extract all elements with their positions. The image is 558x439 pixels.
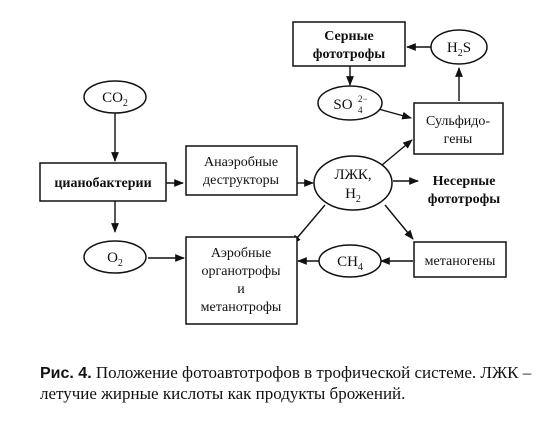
label-vfa-line2: H2 — [345, 186, 361, 205]
label-aerobic-line3: и — [237, 282, 245, 297]
label-methanogens: метаногены — [425, 254, 496, 269]
label-h2s: H2S — [447, 40, 471, 59]
caption-text: Положение фотоавтотрофов в трофической с… — [40, 363, 532, 403]
node-so4 — [317, 85, 383, 121]
node-h2s — [430, 29, 488, 65]
node-sulfur-phototrophs — [292, 21, 406, 67]
arrows — [111, 43, 463, 265]
label-sulfur-line1: Серные — [324, 29, 374, 44]
label-so4-index: 4 — [358, 105, 363, 115]
label-nonsulfur-line2: фототрофы — [428, 192, 501, 207]
label-so4: SO — [333, 97, 352, 113]
node-co2 — [83, 80, 147, 114]
node-o2 — [83, 240, 147, 274]
label-aerobic-line4: метанотрофы — [201, 300, 282, 315]
label-so4-charge: 2− — [358, 94, 368, 104]
node-cyanobacteria — [39, 162, 167, 202]
label-cyanobacteria: цианобактерии — [54, 176, 151, 191]
label-anaerobic-line2: деструкторы — [203, 173, 280, 188]
node-aerobic — [185, 236, 298, 325]
node-vfa — [313, 155, 393, 211]
label-aerobic-line1: Аэробные — [211, 246, 271, 261]
label-anaerobic-line1: Анаэробные — [204, 155, 278, 170]
arrow-vfa-to-sulfidogens — [381, 139, 413, 166]
label-sulfur-line2: фототрофы — [313, 47, 386, 62]
node-anaerobic-destructors — [185, 145, 298, 196]
label-ch4: CH4 — [337, 254, 363, 273]
label-vfa-line1: ЛЖК, — [334, 167, 371, 183]
arrow-so4-to-sulfidogens — [374, 107, 412, 120]
label-nonsulfur-line1: Несерные — [433, 174, 496, 189]
label-o2: O2 — [107, 250, 123, 269]
label-sulfidogens-line2: гены — [444, 132, 473, 147]
trophic-diagram: CO2 O2 SO 2− 4 H2S CH4 ЛЖК, H2 цианобакт… — [39, 21, 507, 325]
node-sulfidogens — [413, 102, 504, 155]
figure-caption: Рис. 4. Положение фотоавтотрофов в трофи… — [40, 363, 540, 404]
label-sulfidogens-line1: Сульфидо- — [426, 114, 490, 129]
label-aerobic-line2: органотрофы — [201, 264, 281, 279]
caption-label: Рис. 4. — [40, 365, 92, 382]
node-methanogens — [413, 241, 507, 278]
node-ch4 — [318, 244, 382, 278]
label-co2: CO2 — [102, 90, 128, 109]
arrow-vfa-to-methanogens — [384, 204, 414, 240]
